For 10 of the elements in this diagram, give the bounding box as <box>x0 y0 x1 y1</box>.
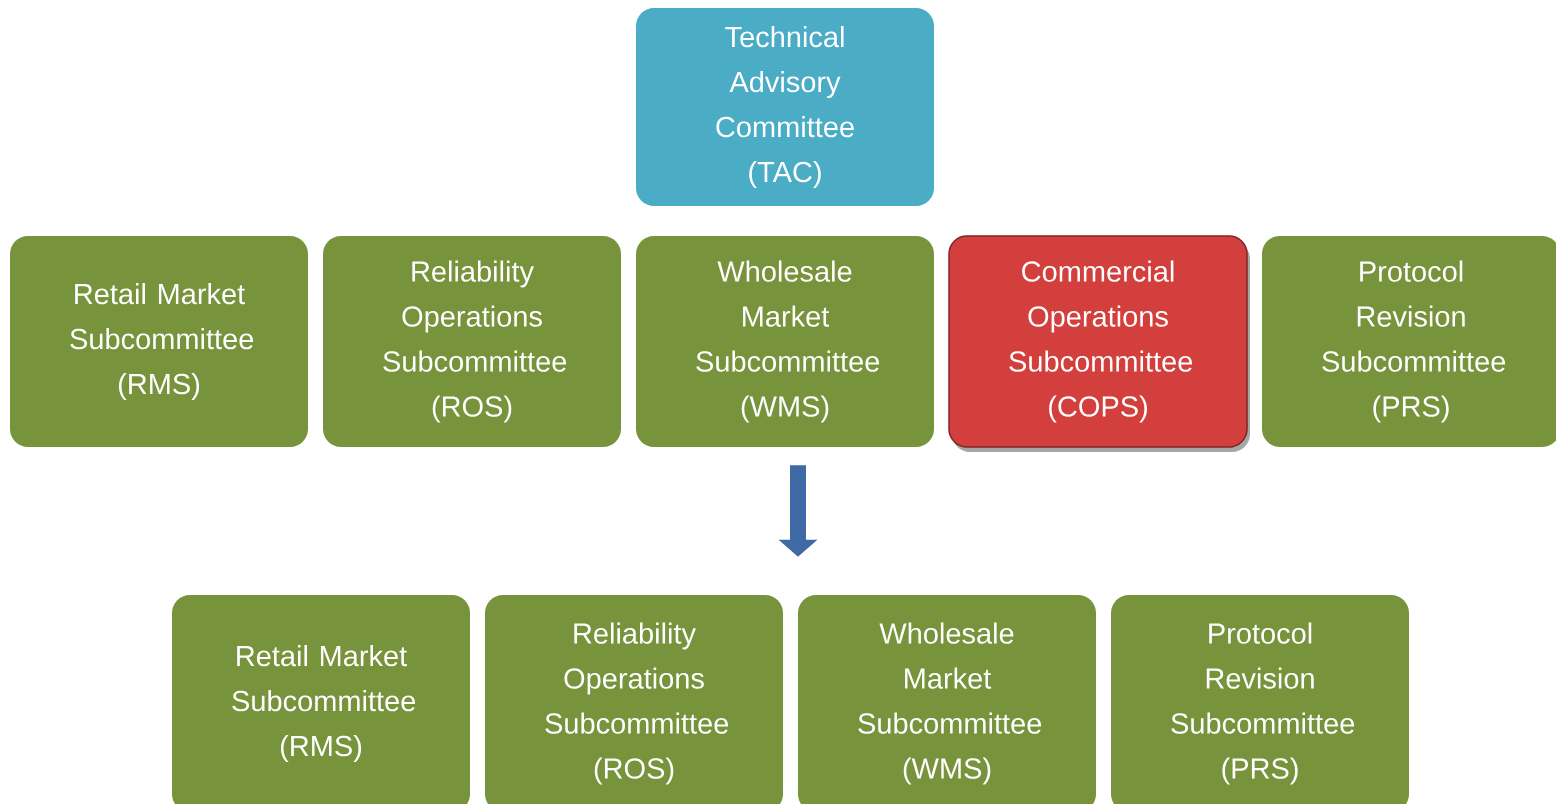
subcommittee-box: Protocol Revision Subcommittee (PRS) <box>1262 236 1556 447</box>
subcommittee-box: Wholesale Market Subcommittee (WMS) <box>798 595 1096 804</box>
highlighted-subcommittee-box: Commercial Operations Subcommittee (COPS) <box>948 235 1250 452</box>
subcommittee-box: Retail Market Subcommittee (RMS) <box>172 595 470 804</box>
subcommittee-box: Protocol Revision Subcommittee (PRS) <box>1111 595 1409 804</box>
subcommittee-box: Reliability Operations Subcommittee (ROS) <box>323 236 621 447</box>
subcommittee-box: Wholesale Market Subcommittee (WMS) <box>636 236 934 447</box>
committee-box: Technical Advisory Committee (TAC) <box>636 8 934 206</box>
subcommittee-box: Retail Market Subcommittee (RMS) <box>10 236 308 447</box>
subcommittee-box: Reliability Operations Subcommittee (ROS) <box>485 595 783 804</box>
